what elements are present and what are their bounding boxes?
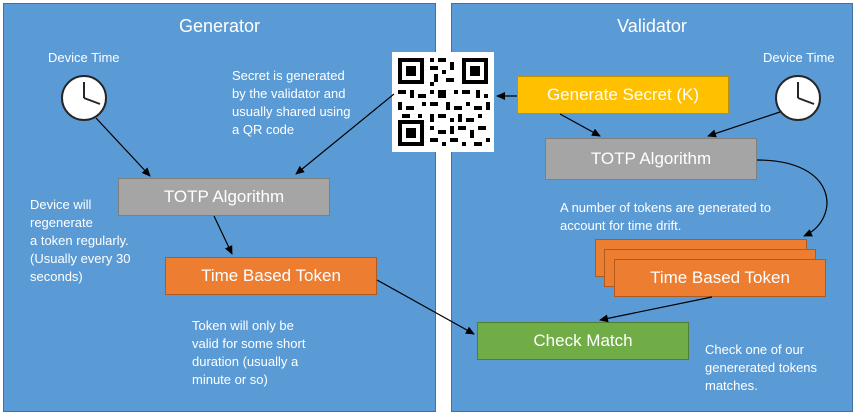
generator-totp-box: TOTP Algorithm (118, 178, 330, 216)
generate-secret-box: Generate Secret (K) (517, 76, 729, 114)
generator-title: Generator (178, 16, 261, 36)
qr-code-icon (392, 52, 494, 152)
regenerate-note: Device will regenerate a token regularly… (30, 197, 131, 284)
check-match-note: Check one of our genererated tokens matc… (705, 342, 818, 393)
generator-clock-label: Device Time (48, 50, 120, 65)
time-drift-note: A number of tokens are generated to acco… (560, 200, 772, 233)
validator-token-box: Time Based Token (614, 259, 826, 297)
validator-totp-box: TOTP Algorithm (545, 138, 757, 180)
validator-title: Validator (617, 16, 687, 36)
token-validity-note: Token will only be valid for some short … (192, 318, 306, 387)
check-match-box: Check Match (477, 322, 689, 360)
secret-note: Secret is generated by the validator and… (232, 68, 351, 137)
generator-token-box: Time Based Token (165, 257, 377, 295)
validator-clock-label: Device Time (763, 50, 835, 65)
